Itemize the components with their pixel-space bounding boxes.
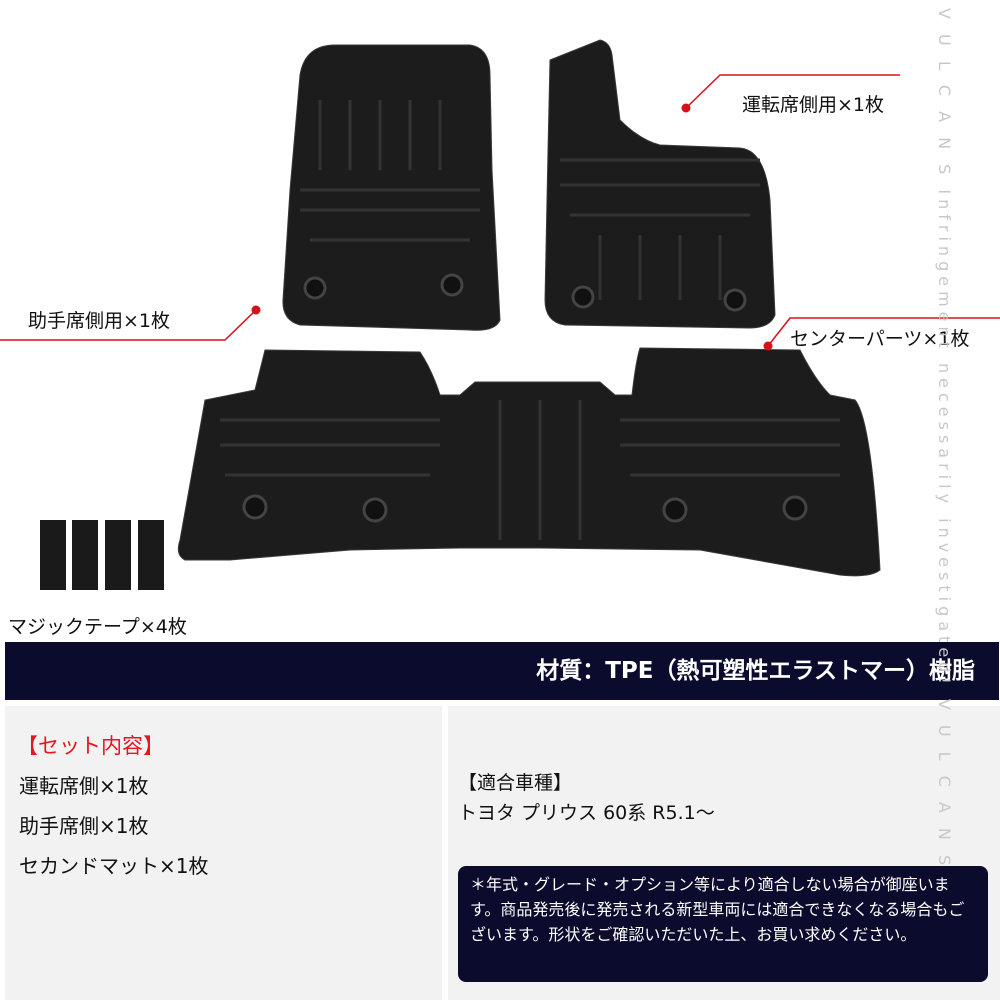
floor-mats-product-image bbox=[0, 39, 1000, 590]
watermark: V U L C A N S Infringement necessarily i… bbox=[935, 8, 954, 871]
velcro-label: マジックテープ×4枚 bbox=[8, 616, 187, 638]
set-item: セカンドマット×1枚 bbox=[19, 854, 209, 878]
center-callout-label: センターパーツ×1枚 bbox=[790, 328, 970, 350]
set-item: 助手席側×1枚 bbox=[19, 814, 149, 838]
callout-line-driver bbox=[685, 74, 900, 109]
callout-dot bbox=[681, 103, 691, 113]
callout-dot bbox=[763, 341, 773, 351]
callout-line-passenger bbox=[0, 309, 257, 341]
velcro-strip bbox=[138, 520, 164, 590]
compatibility-note: ＊年式・グレード・オプション等により適合しない場合が御座います。商品発売後に発売… bbox=[458, 866, 988, 982]
set-contents-heading: 【セット内容】 bbox=[17, 734, 164, 758]
vehicle-name: トヨタ プリウス 60系 R5.1〜 bbox=[458, 802, 715, 824]
passenger-mat bbox=[282, 44, 501, 331]
velcro-strip bbox=[72, 520, 98, 590]
set-contents-panel: 【セット内容】 運転席側×1枚 助手席側×1枚 セカンドマット×1枚 bbox=[5, 706, 442, 1000]
callout-dot bbox=[251, 305, 261, 315]
set-item: 運転席側×1枚 bbox=[19, 774, 149, 798]
compatibility-heading: 【適合車種】 bbox=[458, 772, 573, 794]
velcro-strips bbox=[40, 520, 164, 590]
rear-mat bbox=[177, 347, 881, 577]
callout-line-center bbox=[767, 317, 1000, 347]
velcro-strip bbox=[40, 520, 66, 590]
driver-callout-label: 運転席側用×1枚 bbox=[742, 94, 885, 116]
material-banner: 材質：TPE（熱可塑性エラストマー）樹脂 bbox=[5, 642, 999, 700]
passenger-callout-label: 助手席側用×1枚 bbox=[28, 310, 171, 332]
velcro-strip bbox=[105, 520, 131, 590]
